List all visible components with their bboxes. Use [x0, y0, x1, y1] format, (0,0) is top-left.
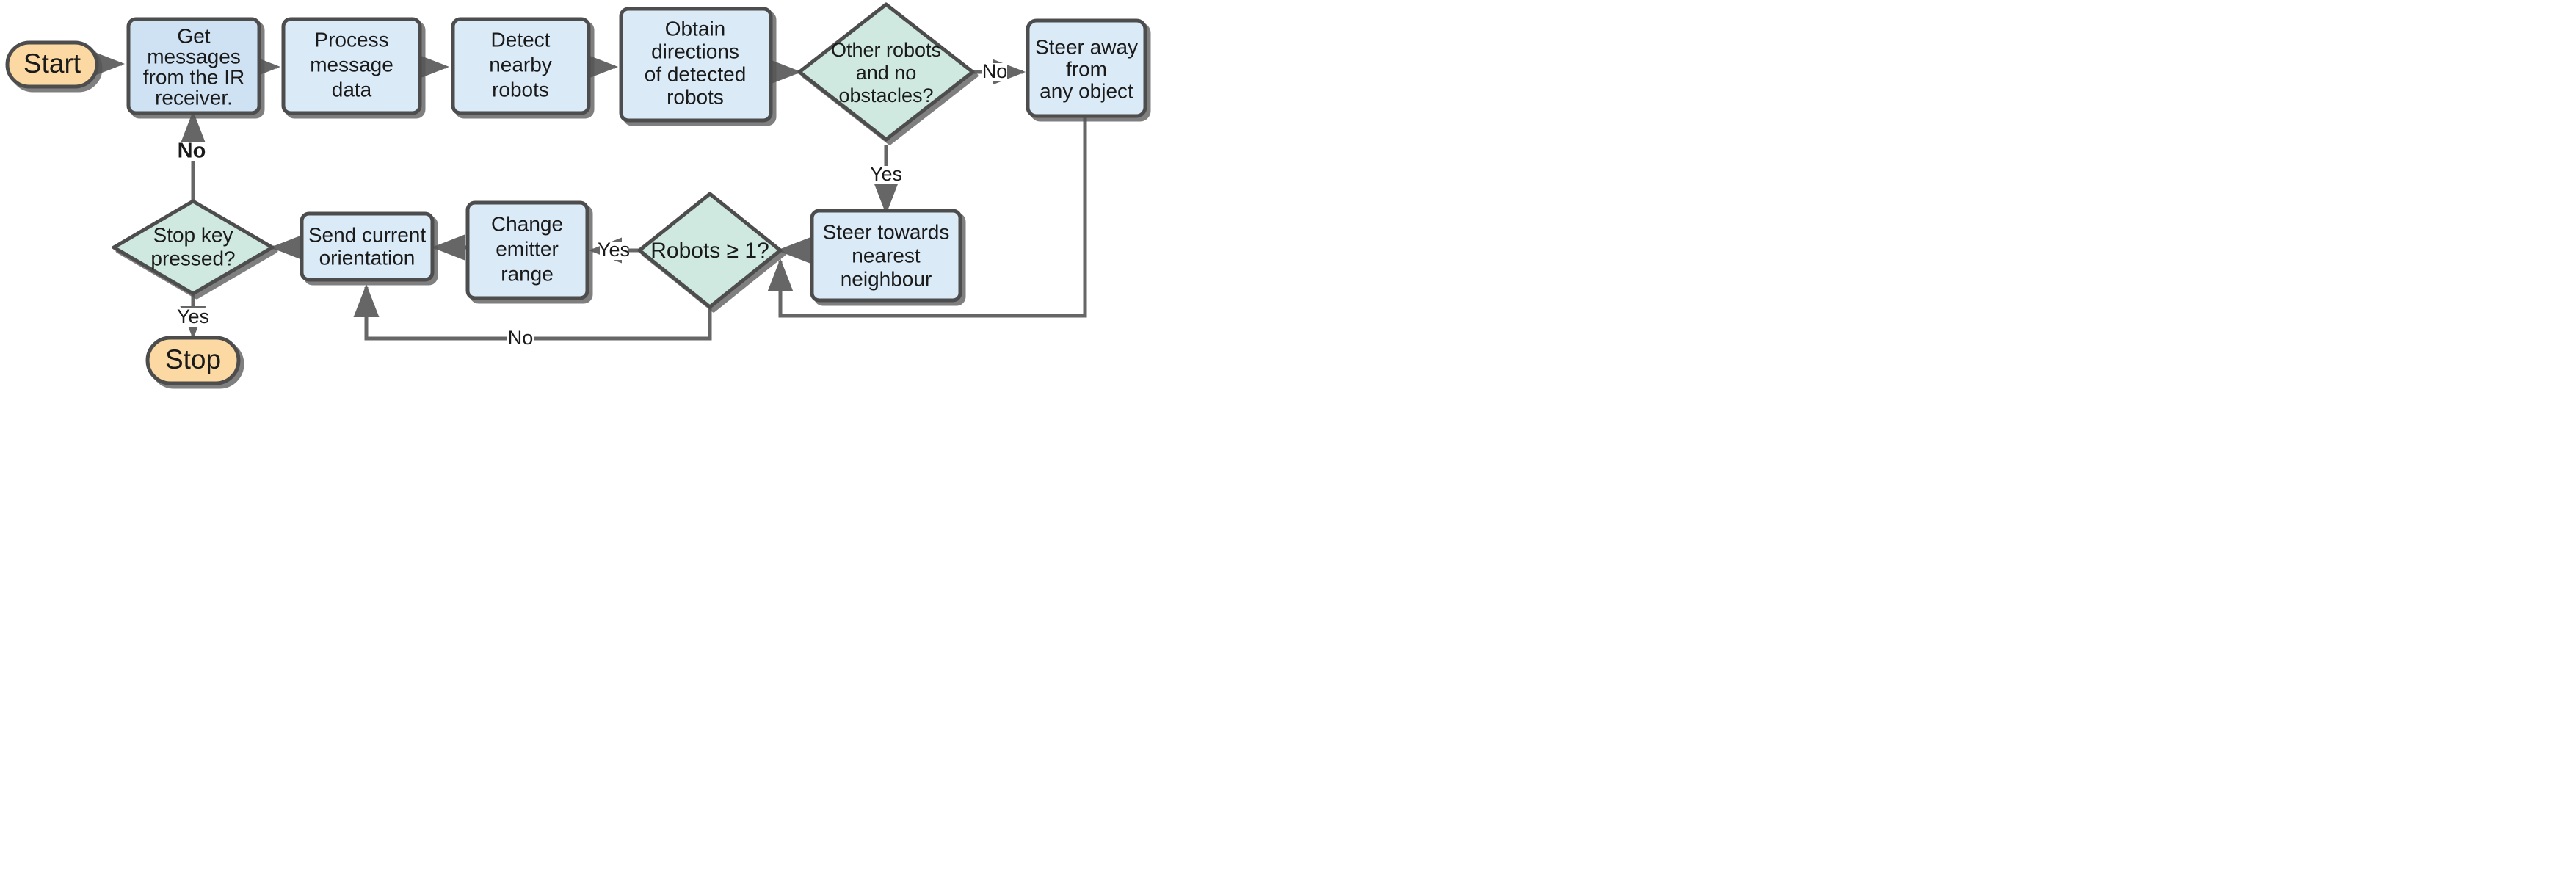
edge-label-bg-other-robots-no [982, 63, 1007, 81]
edge-label-bg-other-robots-yes [873, 166, 901, 184]
node-steer-towards-line-2: nearest [852, 244, 921, 267]
node-change-emitter-range-line-2: emitter [496, 237, 559, 260]
node-stop-key-decision-line-1: Stop key [153, 223, 233, 246]
edge-label-bg-stop-key-yes [180, 308, 208, 327]
node-get-messages-line-4: receiver. [155, 86, 233, 109]
edge-label-bg-robots-no [507, 330, 534, 348]
node-start-label: Start [23, 48, 81, 79]
node-get-messages-line-1: Get [177, 24, 210, 47]
node-obtain-directions-line-2: directions [651, 40, 739, 62]
node-steer-away-line-1: Steer away [1035, 35, 1138, 58]
node-detect-nearby-robots-line-3: robots [492, 78, 549, 101]
node-process-message-data[interactable]: Process message data [281, 17, 422, 115]
node-change-emitter-range-shape[interactable] [465, 200, 589, 300]
node-start[interactable]: Start [5, 40, 99, 89]
edge-label-robots-no: No [508, 327, 534, 349]
node-obtain-directions-line-3: of detected [645, 62, 747, 85]
node-steer-towards[interactable]: Steer towards nearest neighbour [810, 209, 962, 303]
node-detect-nearby-robots-shape[interactable] [451, 17, 591, 115]
node-obtain-directions-line-1: Obtain [665, 17, 726, 40]
edge-label-stop-key-yes: Yes [177, 305, 209, 327]
node-change-emitter-range[interactable]: Change emitter range [465, 200, 589, 300]
node-stop-key-decision-shape[interactable] [112, 199, 275, 296]
node-stop-label: Stop [165, 344, 221, 374]
node-obtain-directions-line-4: robots [667, 85, 724, 108]
node-steer-away-line-2: from [1066, 57, 1107, 80]
edge-label-bg-robots-yes [600, 242, 628, 260]
node-detect-nearby-robots[interactable]: Detect nearby robots [451, 17, 591, 115]
node-other-robots-decision-shape[interactable] [797, 2, 975, 142]
node-robots-ge-1-decision[interactable]: Robots ≥ 1? [637, 192, 783, 309]
node-steer-towards-line-1: Steer towards [823, 220, 950, 243]
node-process-message-data-line-2: message [310, 53, 393, 76]
node-start-shape[interactable] [5, 40, 99, 89]
node-robots-ge-1-decision-shape[interactable] [637, 192, 783, 309]
node-send-current-orientation-shape[interactable] [300, 211, 435, 282]
node-get-messages-line-3: from the IR [143, 65, 244, 88]
node-steer-away[interactable]: Steer away from any object [1026, 18, 1147, 118]
node-stop[interactable]: Stop [145, 336, 241, 385]
node-process-message-data-shape[interactable] [281, 17, 422, 115]
edge-steer-away-to-robots-ge-1 [767, 116, 1087, 318]
node-steer-towards-shape[interactable] [810, 209, 962, 303]
node-get-messages-shape[interactable] [126, 17, 261, 115]
node-get-messages[interactable]: Get messages from the IR receiver. [126, 17, 261, 115]
node-change-emitter-range-line-1: Change [491, 212, 563, 235]
node-other-robots-decision[interactable]: Other robots and no obstacles? [797, 2, 975, 142]
node-stop-shape[interactable] [145, 336, 241, 385]
edge-label-other-robots-no: No [982, 60, 1008, 82]
node-change-emitter-range-line-3: range [501, 262, 554, 285]
node-steer-away-shape[interactable] [1026, 18, 1147, 118]
edge-label-other-robots-yes: Yes [870, 163, 902, 185]
node-obtain-directions[interactable]: Obtain directions of detected robots [619, 7, 773, 123]
node-obtain-directions-shape[interactable] [619, 7, 773, 123]
edge-label-robots-yes: Yes [598, 239, 630, 261]
node-send-current-orientation-line-1: Send current [308, 223, 427, 246]
node-other-robots-decision-line-1: Other robots [831, 39, 941, 61]
node-get-messages-line-2: messages [147, 45, 241, 68]
node-process-message-data-line-3: data [332, 78, 372, 101]
node-steer-away-line-3: any object [1040, 79, 1133, 102]
node-detect-nearby-robots-line-1: Detect [491, 28, 551, 51]
node-robots-ge-1-decision-label: Robots ≥ 1? [650, 239, 769, 263]
node-send-current-orientation-line-2: orientation [319, 246, 416, 269]
node-detect-nearby-robots-line-2: nearby [489, 53, 552, 76]
edge-label-stop-key-no: No [178, 140, 206, 163]
node-process-message-data-line-1: Process [314, 28, 388, 51]
node-other-robots-decision-line-3: obstacles? [838, 84, 933, 106]
node-stop-key-decision[interactable]: Stop key pressed? [112, 199, 275, 296]
node-stop-key-decision-line-2: pressed? [150, 247, 235, 269]
edge-label-bg-stop-key-no [177, 142, 208, 161]
edge-robots-no-to-send-orientation [353, 283, 712, 341]
node-steer-towards-line-3: neighbour [841, 267, 932, 290]
node-other-robots-decision-line-2: and no [856, 62, 917, 84]
node-send-current-orientation[interactable]: Send current orientation [300, 211, 435, 282]
